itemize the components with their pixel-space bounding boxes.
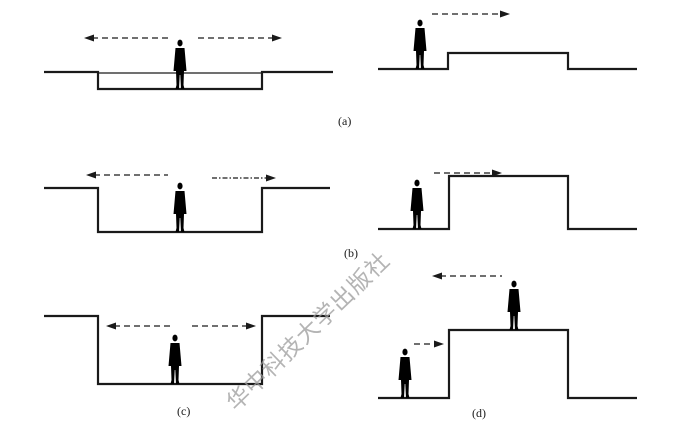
panel-d	[378, 272, 637, 400]
tall-platform-ground-line	[378, 328, 637, 400]
very-deep-pit-ground-line	[44, 314, 330, 386]
low-platform-ground-line	[378, 51, 637, 71]
panel-label-c: (c)	[177, 404, 190, 418]
bidirectional-arrow	[84, 34, 282, 42]
rightward-arrow	[434, 169, 502, 177]
panel-a-left	[44, 34, 333, 91]
person-figure-on-ground	[398, 348, 412, 398]
panel-a-right	[378, 10, 637, 71]
panel-c	[44, 314, 330, 386]
panel-label-d: (d)	[472, 406, 486, 420]
tall-platform-ground-line	[378, 174, 637, 231]
person-figure	[168, 334, 182, 384]
person-figure-on-platform	[507, 280, 521, 330]
rightward-arrow	[432, 10, 510, 18]
panel-b-left	[44, 171, 330, 234]
panel-b-right	[378, 169, 637, 231]
deep-pit-ground-line	[44, 186, 330, 234]
bidirectional-arrow	[86, 171, 276, 182]
panel-label-a: (a)	[338, 114, 351, 128]
bidirectional-arrow	[106, 322, 256, 330]
rightward-arrow	[414, 340, 444, 348]
panel-label-b: (b)	[344, 246, 358, 260]
leftward-arrow	[432, 272, 502, 280]
publisher-watermark: 华中科技大学出版社	[222, 248, 395, 417]
person-figure	[413, 19, 427, 69]
person-figure	[173, 39, 187, 89]
shallow-pit-ground-line	[44, 70, 333, 91]
person-figure	[173, 182, 187, 232]
person-figure	[410, 179, 424, 229]
